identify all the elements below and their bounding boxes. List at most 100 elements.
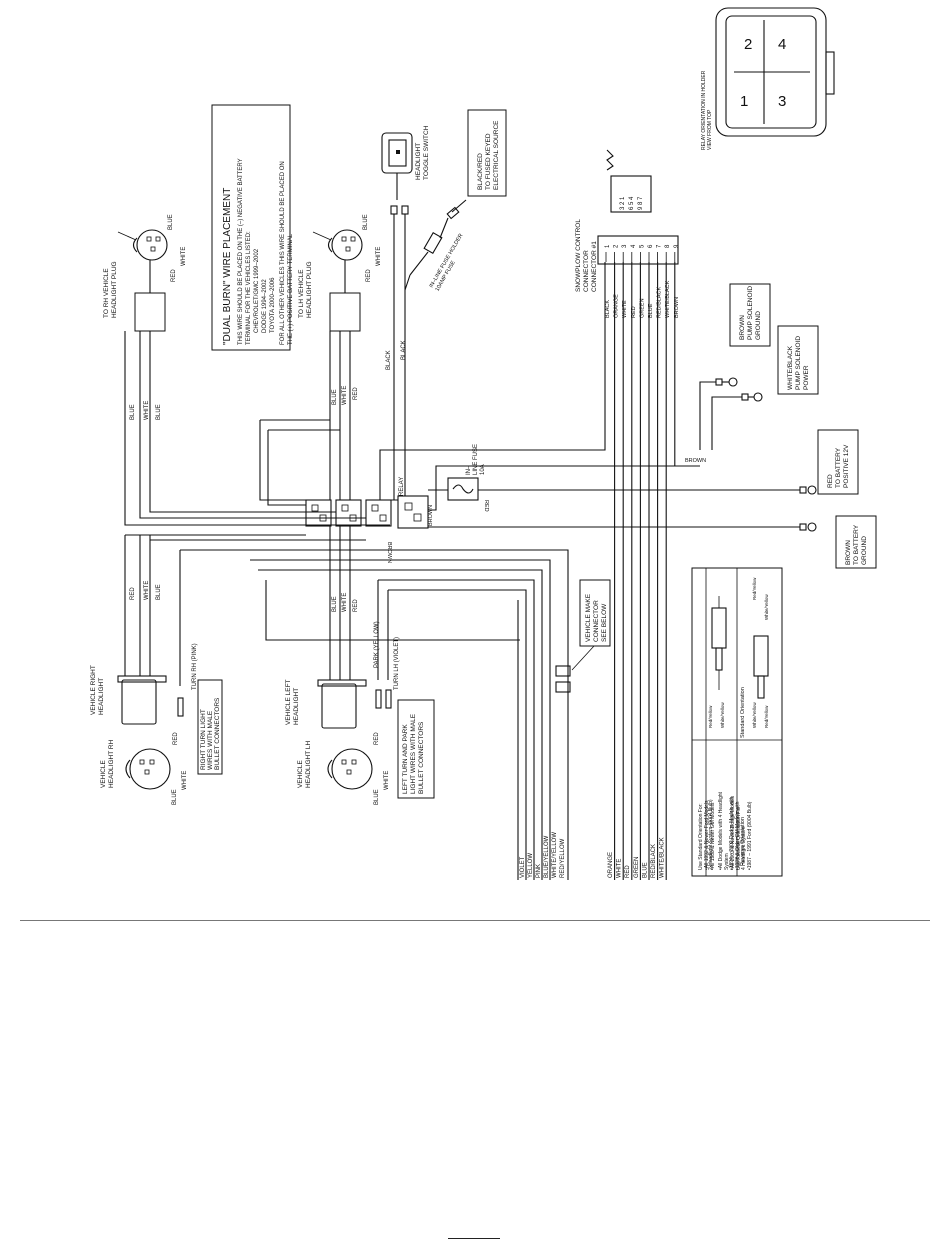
svg-text:3 2 1: 3 2 1 [620,196,626,210]
svg-text:PUMP SOLENOID: PUMP SOLENOID [747,286,754,340]
svg-text:Use Standard Orientation For:: Use Standard Orientation For: [698,803,704,870]
svg-text:BULLET CONNECTORS: BULLET CONNECTORS [214,697,221,770]
rh-headlight-plug: BLUE WHITE RED [117,214,187,282]
snowplow-pin-grid: 3 2 1 6 5 4 9 8 7 [606,149,652,213]
svg-text:ELECTRICAL SOURCE: ELECTRICAL SOURCE [493,120,500,190]
svg-text:TO FUSED KEYED: TO FUSED KEYED [485,133,492,190]
svg-text:WHITE: WHITE [144,401,150,420]
pump-ground-label: BROWN PUMP SOLENOID GROUND [739,286,762,340]
bottom-wire-label: BLUE/YELLOW [544,835,550,878]
vehicle-left-headlight-label: VEHICLE LEFT HEADLIGHT [285,679,300,725]
snowplow-wire-label: ORANGE [614,294,620,318]
relay-orientation-caption: RELAY ORIENTATION IN HOLDER VIEW FROM TO… [701,70,713,150]
vehicle-right-headlight-connector [117,675,167,725]
svg-text:HEADLIGHT PLUG: HEADLIGHT PLUG [111,261,118,318]
bottom-wire-label: WHITE/BLACK [660,837,666,878]
svg-text:GROUND: GROUND [861,536,868,565]
vehicle-make-connector-box [579,579,611,647]
wiring-diagram: 2 4 1 3 RELAY ORIENTATION IN HOLDER VIEW… [90,7,877,880]
right-turn-bullets-label: RIGHT TURN LIGHT WIRES WITH MALE BULLET … [200,697,221,770]
svg-text:BROWN: BROWN [845,540,852,565]
svg-text:4 Headlight System: 4 Headlight System [741,827,747,870]
svg-text:Red/Yellow: Red/Yellow [708,705,713,728]
svg-text:RED: RED [130,587,136,600]
lh-headlight-plug: BLUE WHITE RED [312,214,382,282]
svg-text:White/Yellow: White/Yellow [764,594,769,620]
vehicle-headlight-rh-plug: RED WHITE BLUE [125,732,188,805]
relay-number-4: 4 [778,36,786,53]
svg-text:RED: RED [374,732,380,745]
snowplow-wire-label: RED/BLACK [657,286,663,318]
vehicle-headlight-lh-label: VEHICLE HEADLIGHT LH [297,740,312,788]
svg-text:BROWN: BROWN [739,315,746,340]
inline-fuse-holder [423,231,443,255]
svg-text:BLUE: BLUE [156,404,162,420]
svg-text:WIRES WITH MALE: WIRES WITH MALE [207,710,214,770]
svg-text:POSITIVE 12V: POSITIVE 12V [843,444,850,488]
svg-text:RELAY: RELAY [399,477,405,496]
bottom-wire-label: GREEN [634,857,640,878]
orientation-table: Use Standard Orientation For: •All 1992 … [691,567,783,877]
fused-source-label: BLACK/RED TO FUSED KEYED ELECTRICAL SOUR… [477,120,500,190]
dual-burn-title: "DUAL BURN" WIRE PLACEMENT [222,188,233,345]
relay-label: RELAY [399,477,405,496]
svg-text:RELAY ORIENTATION IN HOLDER: RELAY ORIENTATION IN HOLDER [701,70,707,150]
svg-text:TO BATTERY: TO BATTERY [853,524,860,565]
battery-positive-label: RED TO BATTERY POSITIVE 12V [827,444,850,488]
svg-text:RED: RED [173,732,179,745]
bottom-wire-label: ORANGE [608,852,614,878]
svg-text:VEHICLE LEFT: VEHICLE LEFT [285,679,292,725]
svg-text:•All 1992 & Newer Ford Models: •All 1992 & Newer Ford Models [704,800,710,870]
svg-text:GROUND: GROUND [755,311,762,340]
bottom-wire-label: WHITE [617,859,623,878]
svg-text:WHITE: WHITE [384,771,390,790]
svg-text:6 5 4: 6 5 4 [629,196,635,210]
svg-text:TERMINAL FOR THE VEHICLES LIST: TERMINAL FOR THE VEHICLES LISTED: [246,231,252,345]
svg-text:WHITE: WHITE [182,771,188,790]
snowplow-wire-label: BLACK [605,300,611,318]
left-turn-bullets-label: LEFT TURN AND PARK LIGHT WIRES WITH MALE… [402,713,425,794]
svg-text:TO LH VEHICLE: TO LH VEHICLE [298,269,305,318]
svg-text:THE (+) POSITIVE BATTERY TERMI: THE (+) POSITIVE BATTERY TERMINAL [288,233,294,345]
svg-text:LINE FUSE: LINE FUSE [473,444,479,475]
connector-pin-8: 8 [665,244,671,248]
svg-text:CONNECTOR: CONNECTOR [593,600,600,642]
svg-text:TOGGLE SWITCH: TOGGLE SWITCH [423,125,430,180]
svg-text:BLUE: BLUE [130,404,136,420]
connector-pin-2: 2 [614,244,620,248]
svg-text:BROWN: BROWN [428,505,434,526]
svg-text:BLUE: BLUE [374,789,380,805]
vehicle-make-plug-1 [555,665,571,677]
svg-text:•1994 – 2002 Dodge Models with: •1994 – 2002 Dodge Models with [729,796,735,870]
svg-text:•All Dodge Models with 4 Headl: •All Dodge Models with 4 Headlight [718,791,724,870]
rh-plug-label: TO RH VEHICLE HEADLIGHT PLUG [103,261,118,318]
vehicle-left-headlight-connector [317,679,367,729]
svg-text:WHITE: WHITE [376,247,382,266]
svg-text:TOYOTA 2000–2006: TOYOTA 2000–2006 [270,277,276,333]
bottom-wire-label: BLUE [642,862,648,878]
svg-text:•All 2003 & Newer Dodge Models: •All 2003 & Newer Dodge Models [730,795,736,870]
svg-text:White/Yellow: White/Yellow [752,702,757,728]
right-turn-bullets-box [197,679,223,775]
svg-text:TURN RH (PINK): TURN RH (PINK) [192,643,198,690]
svg-text:2 Headlight System (9004 Bulb): 2 Headlight System (9004 Bulb) [708,799,714,870]
svg-text:•All 1988 & Newer GM Models: •All 1988 & Newer GM Models [710,802,716,870]
svg-text:LEFT TURN AND PARK: LEFT TURN AND PARK [402,724,409,794]
headlight-toggle-switch [381,132,413,200]
connector-pin-5: 5 [639,244,645,248]
vehicle-make-plug-2 [555,681,571,693]
svg-text:SEE BELOW: SEE BELOW [601,603,608,642]
svg-text:BROWN: BROWN [386,542,392,563]
svg-text:TO RH VEHICLE: TO RH VEHICLE [103,268,110,318]
svg-text:LIGHT WIRES WITH MALE: LIGHT WIRES WITH MALE [410,713,417,794]
page-number-mark [448,1238,500,1239]
pump-power-label: WHITE/BLACK PUMP SOLENOID POWER [787,336,810,390]
connector-pin-6: 6 [648,244,654,248]
battery-ground-label: BROWN TO BATTERY GROUND [845,524,868,565]
svg-text:RED: RED [366,269,372,282]
snowplow-wire-label: RED [631,306,637,318]
svg-text:BULLET CONNECTORS: BULLET CONNECTORS [418,721,425,794]
svg-text:•1987 – 1991 Ford (9004 Bulb): •1987 – 1991 Ford (9004 Bulb) [747,801,753,870]
